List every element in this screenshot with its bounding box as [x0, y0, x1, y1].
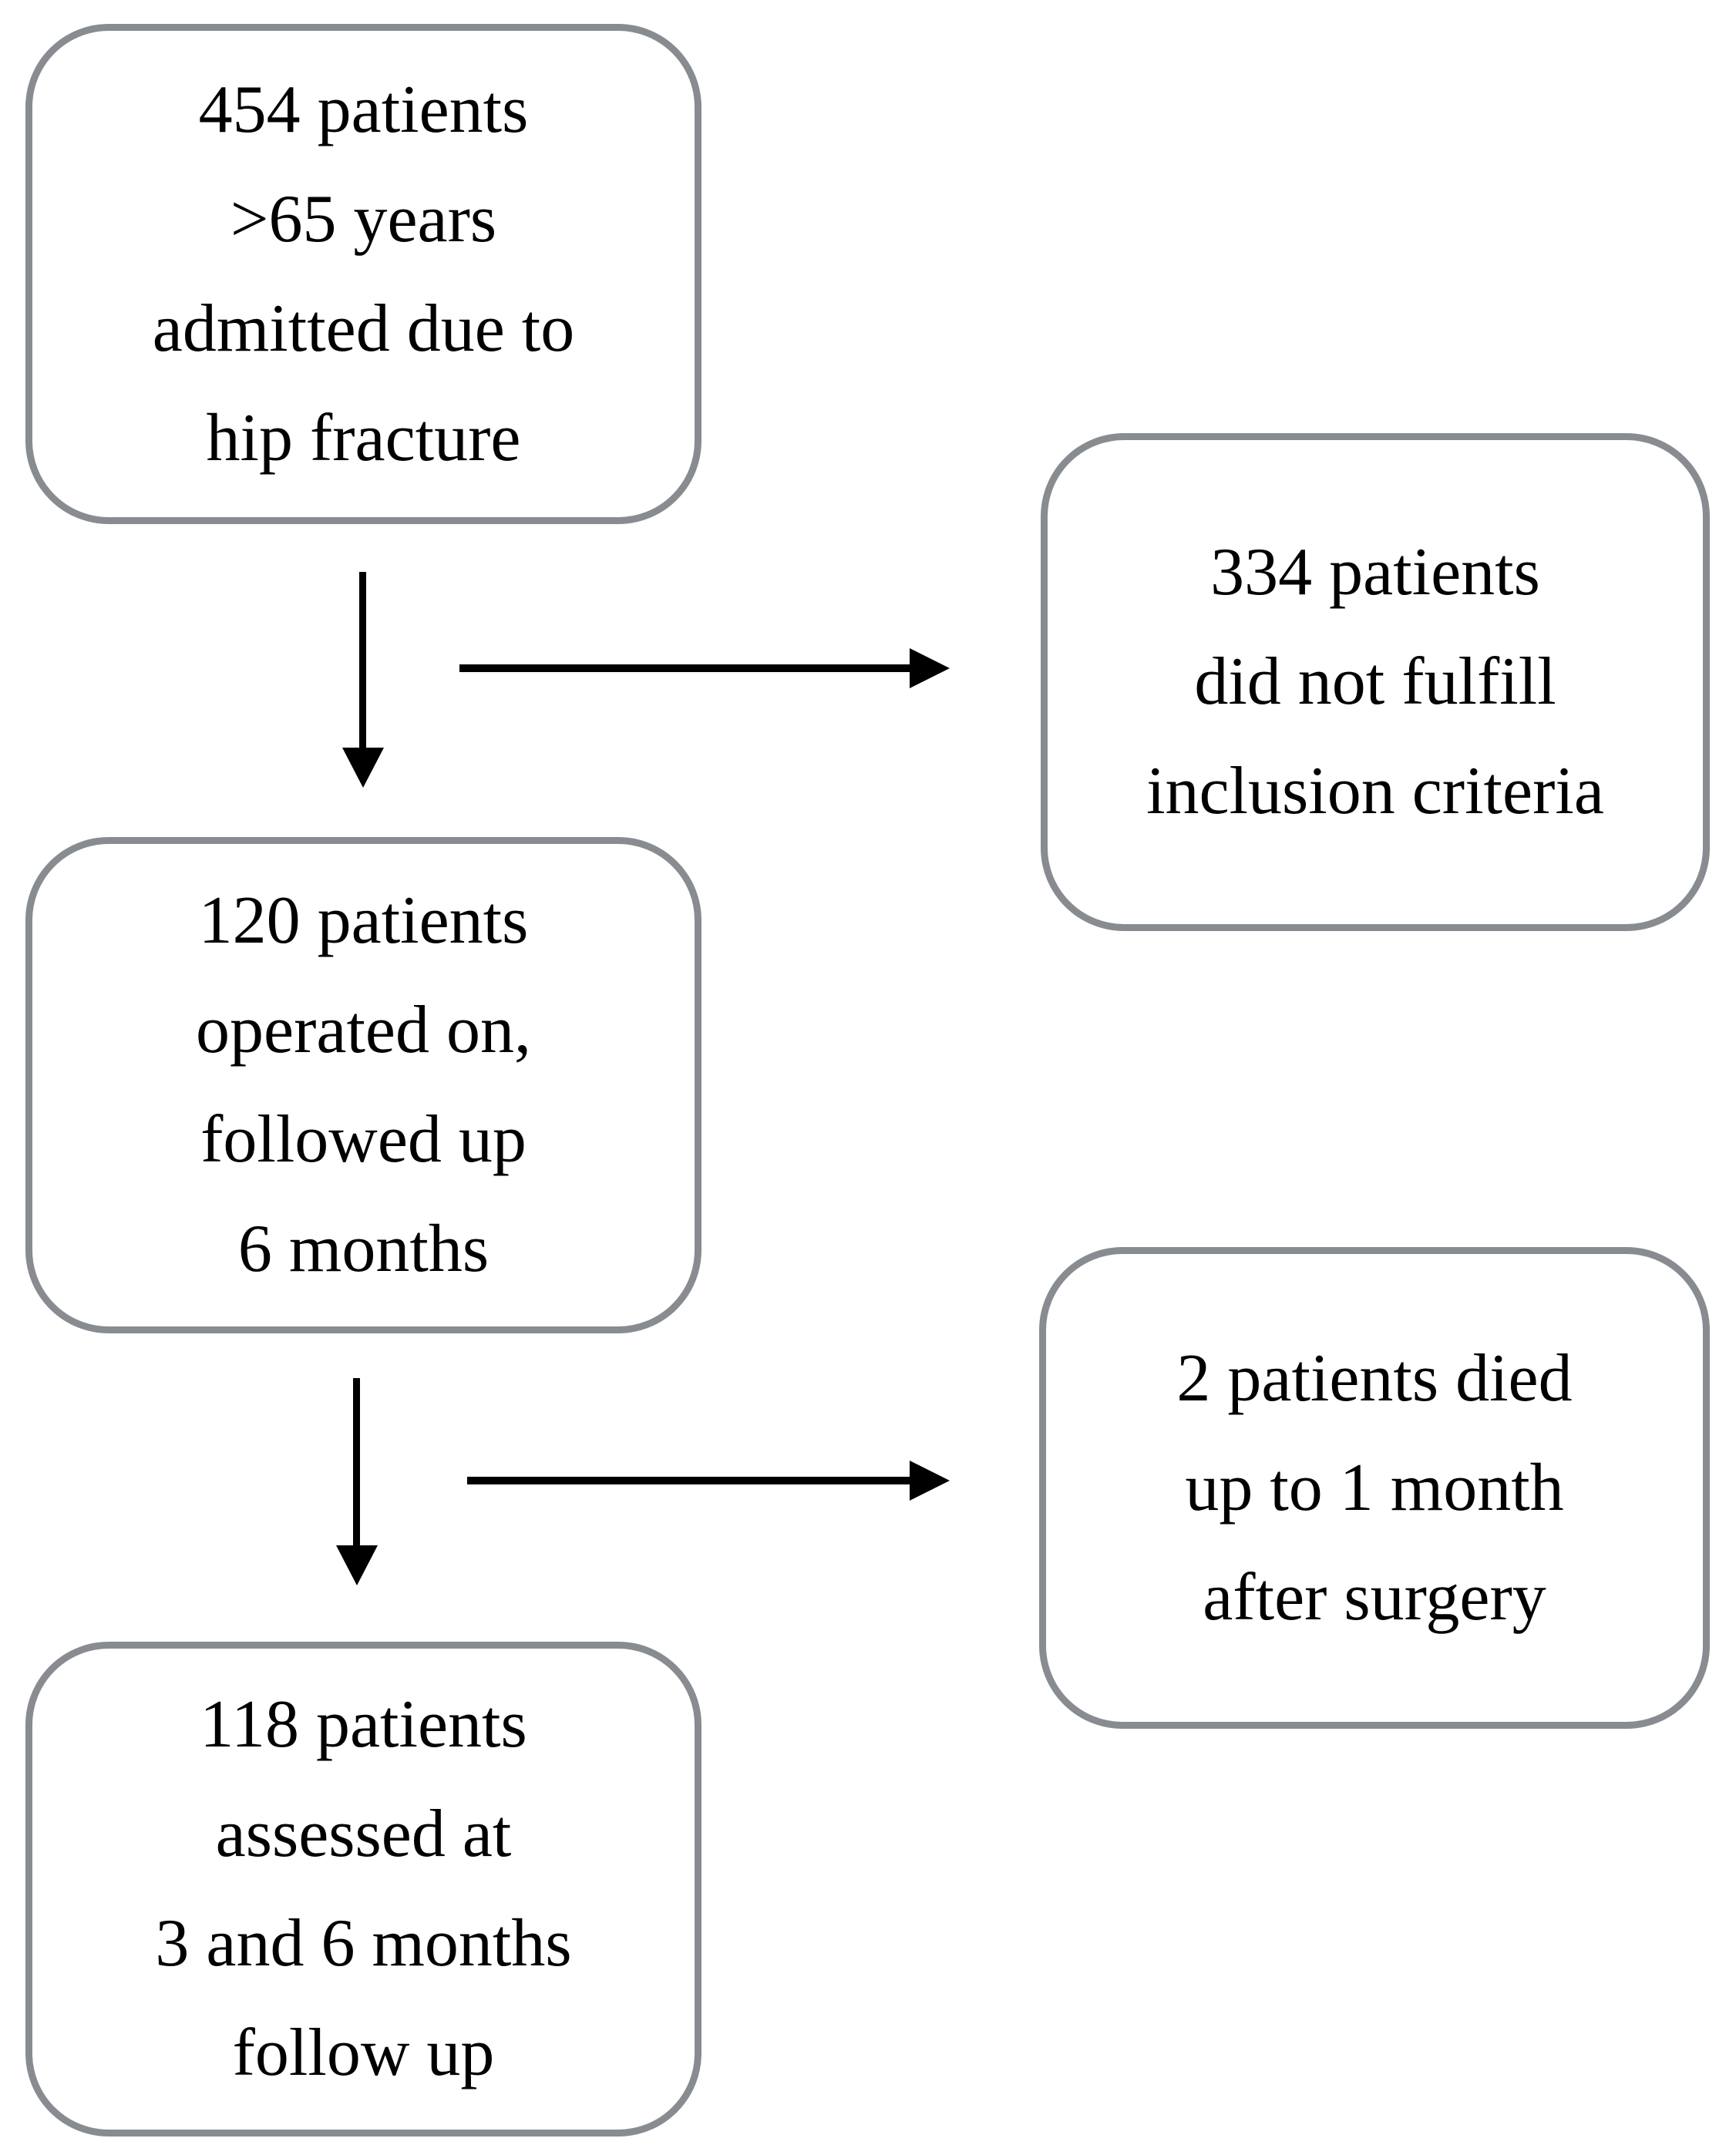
box-line: 2 patients died [1176, 1340, 1573, 1416]
box-line: operated on, [196, 993, 531, 1067]
arrow-line [467, 1477, 913, 1484]
arrow-head [910, 648, 950, 688]
box-line: assessed at [215, 1797, 512, 1871]
box-line: 454 patients [198, 72, 529, 147]
box-line: up to 1 month [1185, 1450, 1564, 1525]
flow-box-died: 2 patients died up to 1 month after surg… [1039, 1247, 1710, 1729]
box-line: 3 and 6 months [155, 1906, 572, 1981]
arrow-head [336, 1545, 378, 1585]
box-line: 118 patients [200, 1687, 527, 1762]
box-line: 6 months [237, 1212, 490, 1286]
arrow-line [459, 664, 913, 672]
flow-box-admitted: 454 patients >65 years admitted due to h… [25, 24, 701, 524]
box-line: did not fulfill [1194, 644, 1556, 719]
flow-box-operated: 120 patients operated on, followed up 6 … [25, 837, 701, 1333]
flow-box-excluded: 334 patients did not fulfill inclusion c… [1041, 433, 1710, 931]
arrow-line [353, 1378, 360, 1548]
box-line: 334 patients [1210, 535, 1540, 610]
box-line: >65 years [230, 181, 497, 257]
box-line: hip fracture [206, 400, 521, 476]
box-line: inclusion criteria [1146, 754, 1604, 829]
box-line: after surgery [1203, 1559, 1546, 1635]
box-line: follow up [232, 2015, 495, 2090]
arrow-head [342, 748, 384, 788]
arrow-line [359, 572, 366, 751]
flow-box-assessed: 118 patients assessed at 3 and 6 months … [25, 1642, 701, 2137]
box-line: 120 patients [198, 883, 529, 958]
arrow-head [910, 1461, 950, 1501]
box-line: followed up [200, 1102, 527, 1177]
box-line: admitted due to [152, 291, 575, 366]
